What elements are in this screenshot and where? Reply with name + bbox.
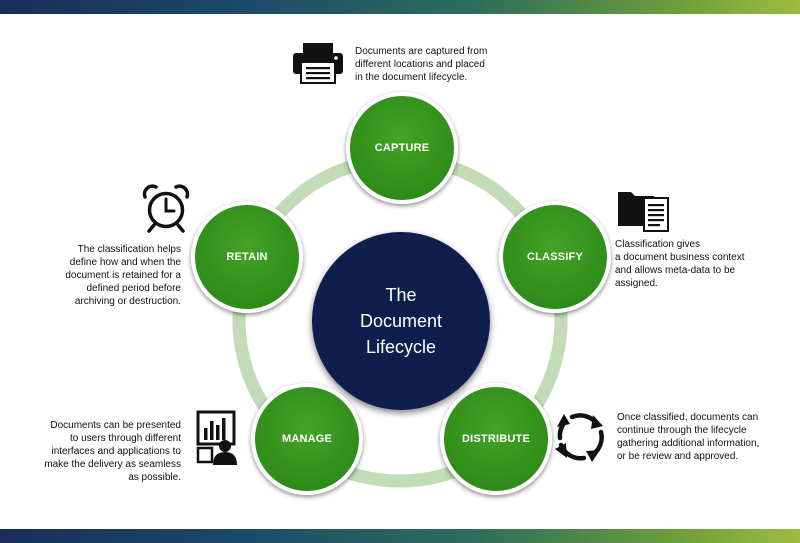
- retain-label: RETAIN: [226, 251, 268, 263]
- alarm-clock-icon: [142, 184, 190, 233]
- capture-description-line: Documents are captured from: [355, 46, 488, 57]
- distribute-label: DISTRIBUTE: [462, 433, 530, 445]
- distribute-description: Once classified, documents can continue …: [617, 411, 759, 463]
- retain-description-line: defined period before: [86, 283, 181, 294]
- manage-label: MANAGE: [281, 433, 333, 445]
- classify-description-line: and allows meta-data to be: [615, 265, 736, 276]
- capture-description-line: in the document lifecycle.: [355, 72, 468, 83]
- distribute-description-line: continue through the lifecycle: [617, 425, 747, 436]
- bottom-gradient-band: [0, 529, 800, 543]
- manage-description-line: make the delivery as seamless: [44, 459, 181, 470]
- capture-description: Documents are captured from different lo…: [355, 45, 487, 84]
- manage-node[interactable]: MANAGE: [251, 383, 363, 495]
- classify-description: Classification gives a document business…: [615, 238, 745, 290]
- retain-description-line: archiving or destruction.: [74, 296, 181, 307]
- presentation-user-icon: [196, 410, 237, 465]
- retain-description-line: document is retained for a: [65, 270, 181, 281]
- distribute-node[interactable]: DISTRIBUTE: [440, 383, 552, 495]
- distribute-description-line: Once classified, documents can: [617, 412, 759, 423]
- manage-description-line: to users through different: [70, 433, 181, 444]
- retain-description-line: define how and when the: [69, 257, 181, 268]
- capture-label: CAPTURE: [374, 142, 430, 154]
- folder-document-icon: [618, 192, 669, 232]
- center-title-line-1: The: [385, 285, 417, 305]
- distribute-description-line: or be review and approved.: [617, 451, 739, 462]
- retain-description-line: The classification helps: [77, 244, 181, 255]
- classify-node[interactable]: CLASSIFY: [499, 201, 611, 313]
- classify-description-line: Classification gives: [615, 239, 701, 250]
- retain-node[interactable]: RETAIN: [191, 201, 303, 313]
- classify-label: CLASSIFY: [527, 251, 583, 263]
- top-gradient-band: [0, 0, 800, 14]
- center-title: The Document Lifecycle: [312, 232, 490, 410]
- retain-description: The classification helps define how and …: [65, 243, 181, 308]
- manage-description-line: interfaces and applications to: [51, 446, 181, 457]
- distribute-description-line: gathering additional information,: [617, 438, 760, 449]
- manage-description-line: as possible.: [128, 472, 181, 483]
- printer-icon: [293, 43, 343, 84]
- manage-description: Documents can be presented to users thro…: [44, 419, 181, 484]
- manage-description-line: Documents can be presented: [50, 420, 181, 431]
- classify-description-line: a document business context: [615, 252, 745, 263]
- classify-description-line: assigned.: [615, 278, 658, 289]
- capture-node[interactable]: CAPTURE: [346, 92, 458, 204]
- cycle-arrows-icon: [555, 413, 604, 462]
- center-title-line-2: Document: [359, 311, 443, 331]
- center-title-line-3: Lifecycle: [365, 337, 437, 357]
- capture-description-line: different locations and placed: [355, 59, 485, 70]
